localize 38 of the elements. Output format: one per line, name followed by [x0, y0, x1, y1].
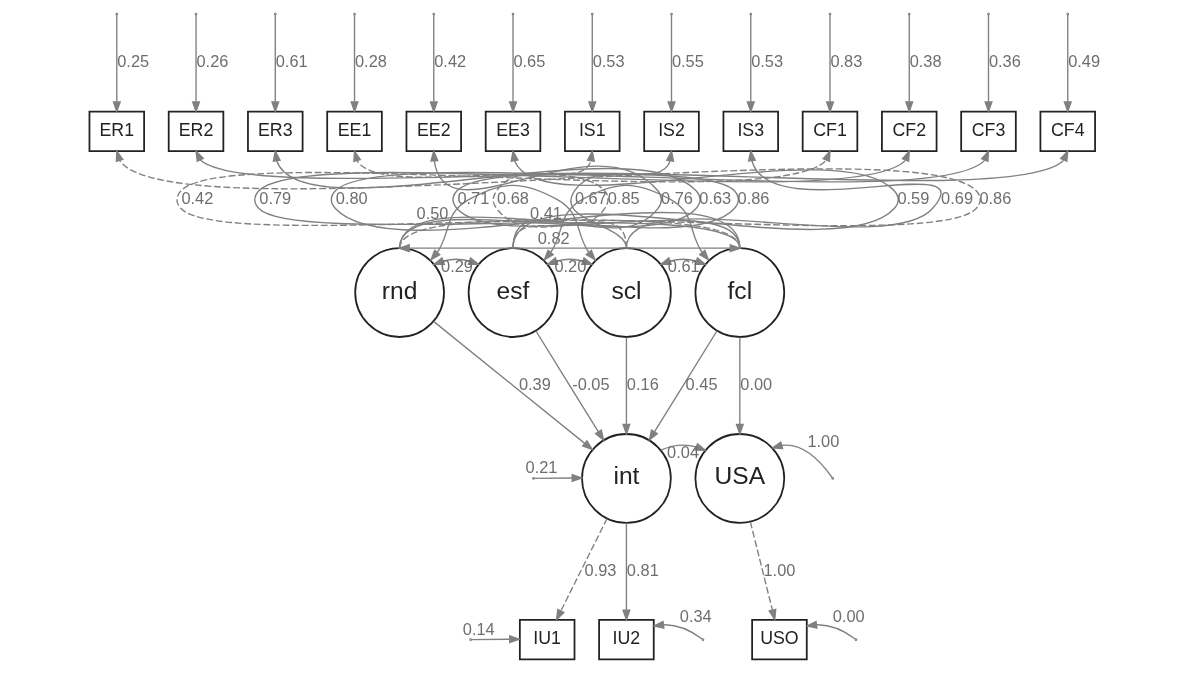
- edge-label: 0.41: [530, 204, 562, 223]
- edge-label: 0.26: [196, 52, 229, 71]
- edge-label: 0.69: [941, 188, 974, 207]
- edge-label: 0.21: [525, 458, 558, 477]
- edge-label: 0.93: [584, 560, 617, 579]
- edge-label: 0.36: [988, 52, 1021, 71]
- edge-label: 0.28: [354, 52, 387, 71]
- edge-label: 0.25: [117, 52, 150, 71]
- edge-label: 0.59: [897, 188, 930, 207]
- edge-label: 0.34: [679, 607, 712, 626]
- edge-label: 0.00: [832, 607, 865, 626]
- edge-label: 0.42: [181, 188, 214, 207]
- edge-label: 1.00: [807, 432, 840, 451]
- edge-label: 0.68: [497, 188, 529, 207]
- edge-label: 0.53: [751, 52, 784, 71]
- edge-label: 0.39: [518, 374, 551, 393]
- edge-label: 0.14: [462, 619, 495, 638]
- edge-label: 1.00: [763, 560, 796, 579]
- edge-label: 0.86: [979, 188, 1012, 207]
- edge-label: 0.83: [830, 52, 863, 71]
- edge-label: 0.63: [699, 188, 732, 207]
- edge-label: 0.38: [909, 52, 942, 71]
- edge-label: 0.81: [626, 560, 659, 579]
- edge-label: 0.16: [626, 374, 659, 393]
- edge-label: 0.55: [671, 52, 704, 71]
- edge-label: 0.53: [592, 52, 625, 71]
- edge-label: 0.79: [259, 188, 292, 207]
- edge-label: 0.61: [275, 52, 308, 71]
- edge-label: 0.80: [335, 188, 368, 207]
- edge-label: 0.65: [513, 52, 546, 71]
- edge-label: 0.00: [740, 374, 773, 393]
- edge-label: 0.85: [607, 188, 640, 207]
- edge-label: 0.50: [416, 204, 449, 223]
- edge-label: 0.49: [1068, 52, 1101, 71]
- edge-label: -0.05: [572, 374, 610, 393]
- edge-label: 0.86: [737, 188, 770, 207]
- edge-label: 0.45: [685, 374, 718, 393]
- edge-label: 0.42: [434, 52, 467, 71]
